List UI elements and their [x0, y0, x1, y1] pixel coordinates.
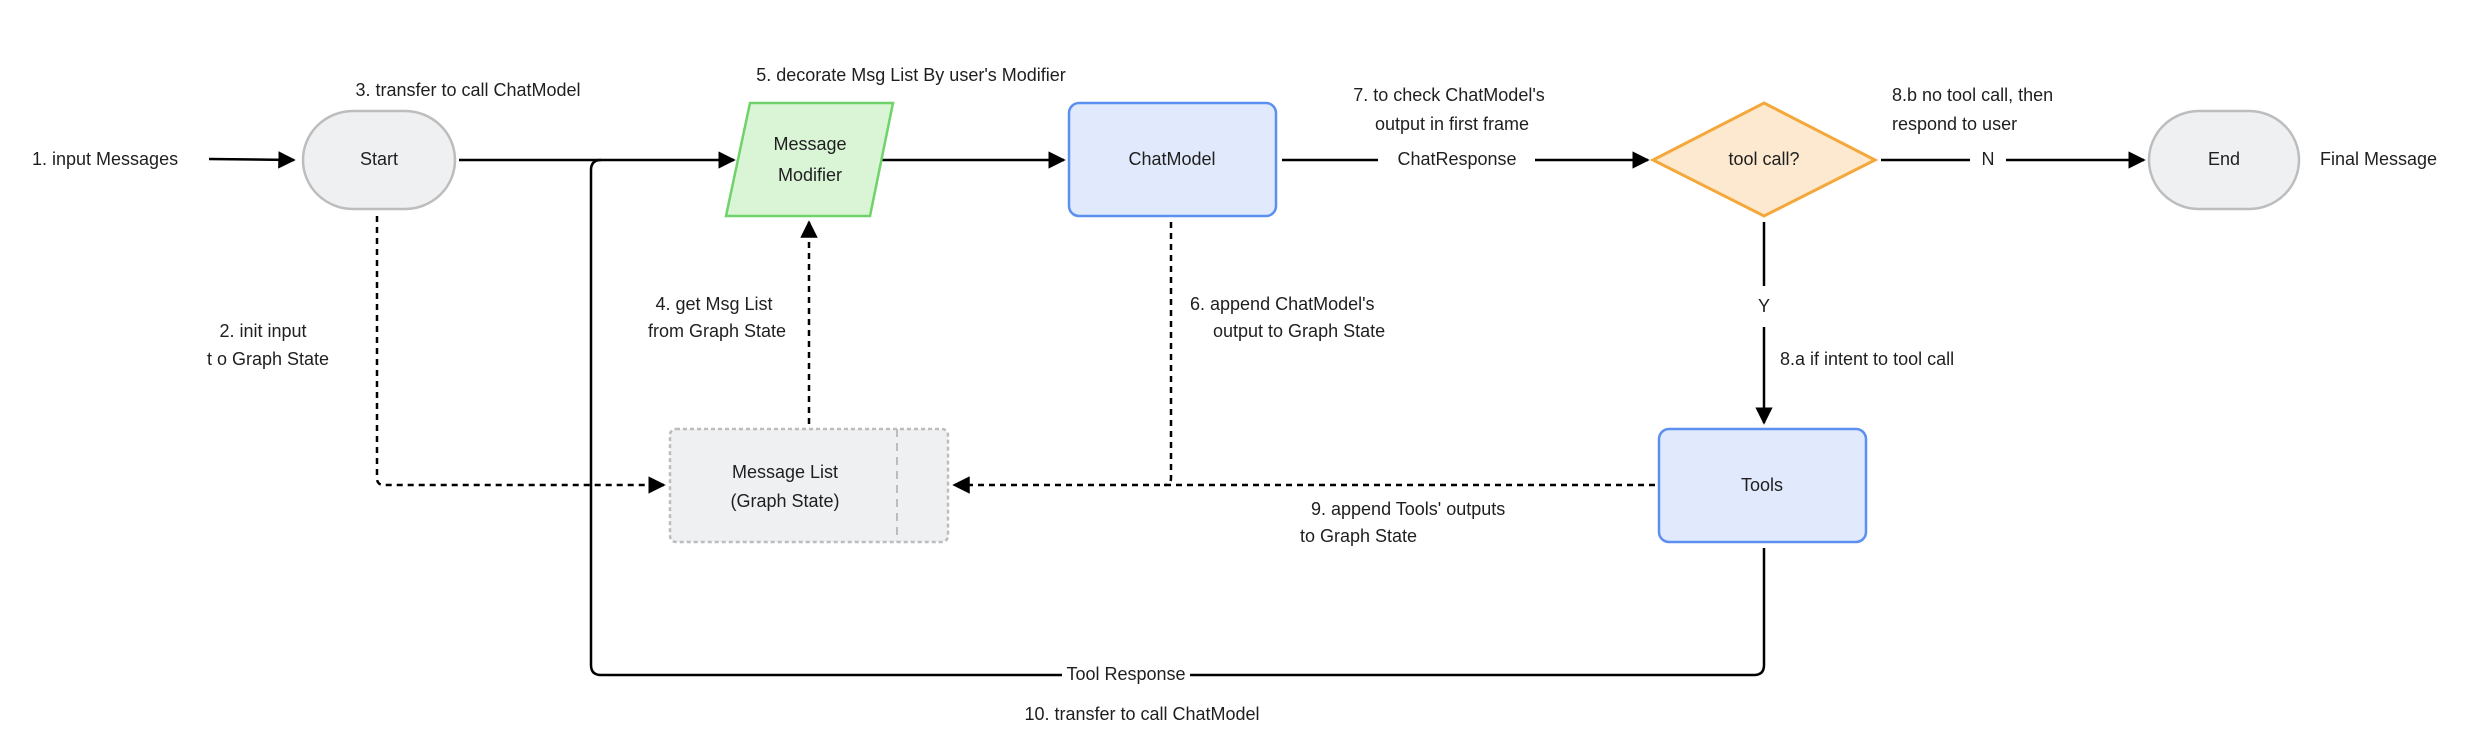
edge-tools-loop — [589, 158, 1766, 677]
msglist-label-1: Message List — [732, 462, 838, 482]
label-n: N — [1982, 149, 1995, 169]
tools-label: Tools — [1741, 475, 1783, 495]
edge-input — [208, 151, 296, 169]
label-decorate: 5. decorate Msg List By user's Modifier — [756, 65, 1066, 85]
tools-node[interactable] — [1657, 427, 1868, 544]
label-get-1: 4. get Msg List — [655, 294, 772, 314]
modifier-label-2: Modifier — [778, 165, 842, 185]
end-node[interactable] — [2147, 109, 2301, 211]
label-chat-response: ChatResponse — [1397, 149, 1516, 169]
label-append-cm-1: 6. append ChatModel's — [1190, 294, 1375, 314]
end-label: End — [2208, 149, 2240, 169]
label-no-tool-2: respond to user — [1892, 114, 2017, 134]
edge-append-chatmodel — [1163, 222, 1173, 487]
decision-label: tool call? — [1728, 149, 1799, 169]
label-append-tools-1: 9. append Tools' outputs — [1311, 499, 1505, 519]
edge-init-state — [375, 216, 666, 494]
message-modifier-node[interactable] — [724, 101, 895, 218]
label-check-2: output in first frame — [1375, 114, 1529, 134]
label-intent: 8.a if intent to tool call — [1780, 349, 1954, 369]
label-final-message: Final Message — [2320, 149, 2437, 169]
label-append-cm-2: output to Graph State — [1213, 321, 1385, 341]
start-node[interactable] — [301, 109, 457, 211]
msglist-label-2: (Graph State) — [730, 491, 839, 511]
label-init-2: t o Graph State — [207, 349, 329, 369]
label-no-tool-1: 8.b no tool call, then — [1892, 85, 2053, 105]
chatmodel-label: ChatModel — [1128, 149, 1215, 169]
label-get-2: from Graph State — [648, 321, 786, 341]
label-init-1: 2. init input — [219, 321, 306, 341]
start-label: Start — [360, 149, 398, 169]
label-tool-response: Tool Response — [1066, 664, 1185, 684]
modifier-label-1: Message — [773, 134, 846, 154]
tool-call-decision-node[interactable] — [1649, 101, 1879, 218]
label-y: Y — [1758, 296, 1770, 316]
label-input: 1. input Messages — [32, 149, 178, 169]
label-check-1: 7. to check ChatModel's — [1353, 85, 1545, 105]
label-transfer: 3. transfer to call ChatModel — [355, 80, 580, 100]
label-transfer-back: 10. transfer to call ChatModel — [1024, 704, 1259, 724]
chatmodel-node[interactable] — [1067, 101, 1278, 218]
label-append-tools-2: to Graph State — [1300, 526, 1417, 546]
message-list-node[interactable] — [668, 427, 950, 544]
